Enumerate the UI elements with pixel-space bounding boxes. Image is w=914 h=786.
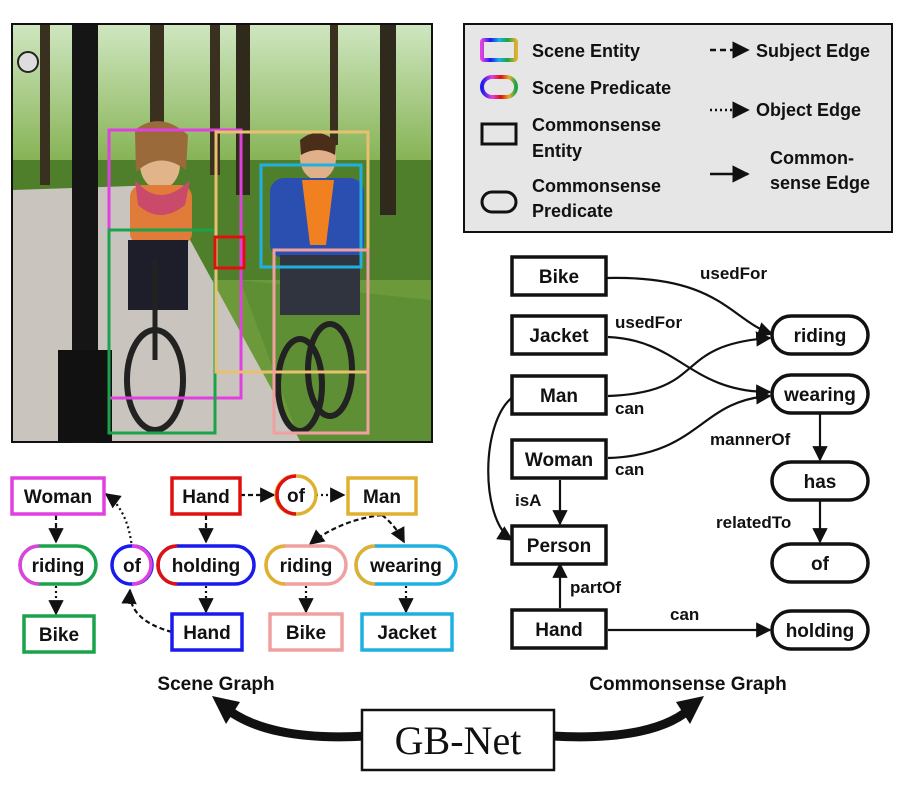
cg-edge-mannerof: mannerOf	[710, 430, 791, 449]
cg-node-hand	[510, 608, 608, 650]
cg-node-has	[770, 460, 870, 502]
legend-commonsense-predicate-swatch	[480, 190, 518, 214]
sg-node-bike-1	[22, 614, 96, 654]
gbnet-title: GB-Net	[395, 718, 522, 763]
sg-label-man: Man	[363, 487, 401, 508]
sg-label-hand-top: Hand	[182, 487, 230, 508]
sg-node-hand-bottom	[170, 612, 244, 652]
cg-node-wearing	[770, 373, 870, 415]
scene-graph: Woman riding Bike of Hand holding Hand o…	[10, 474, 458, 695]
sg-label-of-1: of	[123, 556, 142, 577]
commonsense-graph-caption: Commonsense Graph	[589, 674, 786, 695]
cg-label-of: of	[811, 554, 830, 575]
cg-label-person: Person	[527, 536, 591, 557]
cg-label-holding: holding	[786, 621, 855, 642]
cg-label-wearing: wearing	[783, 385, 856, 406]
legend-scene-predicate: Scene Predicate	[532, 78, 671, 98]
arrow-to-scene-graph	[219, 701, 367, 742]
bbox-bike-man	[272, 248, 370, 435]
legend-scene-predicate-swatch	[480, 75, 518, 99]
sg-label-bike-2: Bike	[286, 623, 326, 644]
scene-graph-caption: Scene Graph	[157, 674, 274, 695]
cg-label-riding: riding	[794, 326, 847, 347]
legend-object-edge: Object Edge	[756, 100, 861, 120]
cg-edge-hand-can: can	[670, 605, 699, 624]
sg-node-bike-2	[268, 612, 344, 652]
cg-edge-isa: isA	[515, 491, 541, 510]
sg-label-hand-bottom: Hand	[183, 623, 231, 644]
cg-label-jacket: Jacket	[529, 326, 589, 347]
cg-label-man: Man	[540, 386, 578, 407]
cg-node-riding	[770, 314, 870, 356]
sg-node-hand-top	[170, 476, 242, 516]
cg-edge-relatedto: relatedTo	[716, 513, 791, 532]
cg-node-bike	[510, 255, 608, 297]
sg-label-jacket: Jacket	[377, 623, 437, 644]
sg-label-riding-2: riding	[280, 556, 333, 577]
sg-label-wearing: wearing	[369, 556, 442, 577]
legend-subject-edge: Subject Edge	[756, 41, 870, 61]
sg-node-woman	[10, 476, 106, 516]
cg-node-woman	[510, 438, 608, 480]
sg-label-riding-1: riding	[32, 556, 85, 577]
scene-photo	[11, 23, 433, 443]
cg-label-woman: Woman	[525, 450, 593, 471]
legend-commonsense-entity-l2: Entity	[532, 141, 582, 161]
legend-commonsense-entity-l1: Commonsense	[532, 115, 661, 135]
sg-node-man	[346, 476, 418, 516]
cg-node-person	[510, 524, 608, 566]
sg-label-of-2: of	[287, 486, 306, 507]
sg-node-jacket	[360, 612, 454, 652]
cg-label-hand: Hand	[535, 620, 583, 641]
gbnet-center: GB-Net	[212, 696, 704, 772]
sg-label-holding: holding	[172, 556, 241, 577]
cg-edge-man-can: can	[615, 399, 644, 418]
sg-label-woman: Woman	[24, 487, 92, 508]
cg-node-man	[510, 374, 608, 416]
sg-label-bike-1: Bike	[39, 625, 79, 646]
cg-node-jacket	[510, 314, 608, 356]
bbox-man	[259, 163, 363, 269]
cg-node-holding	[770, 609, 870, 651]
gbnet-box	[360, 708, 556, 772]
legend-commonsense-entity-swatch	[480, 122, 518, 146]
cg-edge-partof: partOf	[570, 578, 621, 597]
cg-node-of	[770, 542, 870, 584]
cg-label-has: has	[804, 472, 837, 493]
legend: Scene Entity Scene Predicate Commonsense…	[463, 23, 893, 233]
legend-scene-entity: Scene Entity	[532, 41, 640, 61]
legend-commonsense-edge-l1: Common-	[770, 148, 854, 168]
legend-commonsense-edge-l2: sense Edge	[770, 173, 870, 193]
legend-commonsense-predicate-l2: Predicate	[532, 201, 613, 221]
legend-scene-entity-swatch	[480, 38, 518, 62]
commonsense-graph: usedFor usedFor can can isA partOf can m…	[487, 255, 870, 695]
arrow-to-commonsense-graph	[551, 701, 698, 742]
cg-edge-woman-can: can	[615, 460, 644, 479]
cg-edge-bike-usedfor: usedFor	[700, 264, 767, 283]
cg-edge-jacket-usedfor: usedFor	[615, 313, 682, 332]
bbox-hand	[213, 235, 246, 270]
legend-commonsense-predicate-l1: Commonsense	[532, 176, 661, 196]
cg-label-bike: Bike	[539, 267, 579, 288]
